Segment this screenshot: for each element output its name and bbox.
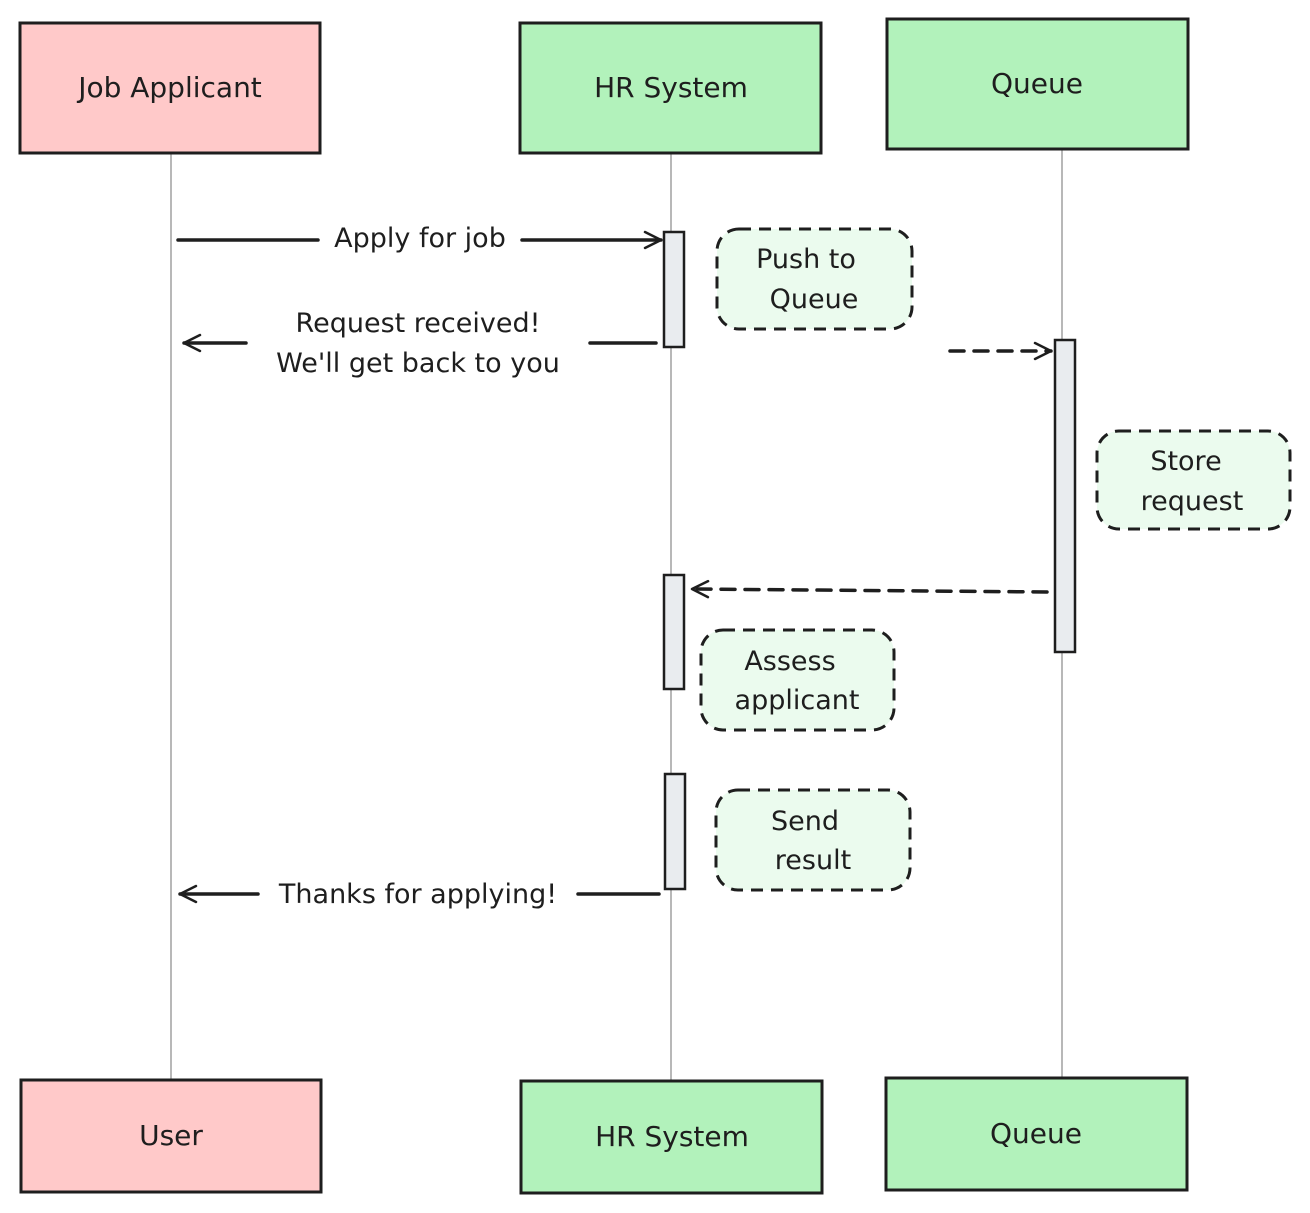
note-push-to-queue[interactable]: Push to Queue bbox=[715, 227, 914, 331]
actor-label: Queue bbox=[990, 1117, 1082, 1150]
note-label-line2: result bbox=[775, 845, 851, 876]
note-label-line1: Assess bbox=[744, 646, 835, 677]
message-request-received[interactable]: Request received! We'll get back to you bbox=[184, 308, 658, 379]
activation-hr-1 bbox=[662, 230, 686, 349]
activation-hr-2 bbox=[662, 573, 686, 691]
actor-label: HR System bbox=[594, 71, 748, 104]
message-thanks-for-applying[interactable]: Thanks for applying! bbox=[180, 879, 661, 910]
note-label-line2: applicant bbox=[735, 685, 860, 716]
message-label-line1: Request received! bbox=[296, 308, 541, 339]
actor-label: User bbox=[139, 1119, 203, 1152]
message-label-line2: We'll get back to you bbox=[276, 348, 560, 379]
note-label-line1: Send bbox=[771, 806, 839, 837]
message-apply-for-job[interactable]: Apply for job bbox=[176, 223, 661, 254]
actor-label: Job Applicant bbox=[76, 71, 262, 104]
actor-hr-system-bottom[interactable]: HR System bbox=[519, 1079, 824, 1195]
actor-hr-system-top[interactable]: HR System bbox=[518, 21, 823, 155]
actor-label: HR System bbox=[595, 1120, 749, 1153]
actor-label: Queue bbox=[991, 67, 1083, 100]
activation-queue bbox=[1053, 338, 1077, 654]
message-label: Apply for job bbox=[334, 223, 506, 254]
note-store-request[interactable]: Store request bbox=[1095, 429, 1292, 531]
note-label-line2: request bbox=[1141, 486, 1244, 517]
async-arrow-queue-to-hr[interactable] bbox=[690, 579, 1049, 599]
note-send-result[interactable]: Send result bbox=[714, 788, 912, 892]
note-label-line2: Queue bbox=[770, 284, 859, 315]
note-label-line1: Push to bbox=[756, 244, 856, 275]
actor-user-bottom[interactable]: User bbox=[19, 1078, 323, 1194]
actor-queue-bottom[interactable]: Queue bbox=[884, 1076, 1189, 1192]
actor-job-applicant-top[interactable]: Job Applicant bbox=[18, 21, 322, 155]
activation-hr-3 bbox=[663, 772, 687, 891]
message-label: Thanks for applying! bbox=[278, 879, 557, 910]
note-assess-applicant[interactable]: Assess applicant bbox=[699, 628, 896, 732]
actor-queue-top[interactable]: Queue bbox=[885, 17, 1190, 151]
note-label-line1: Store bbox=[1150, 446, 1221, 477]
